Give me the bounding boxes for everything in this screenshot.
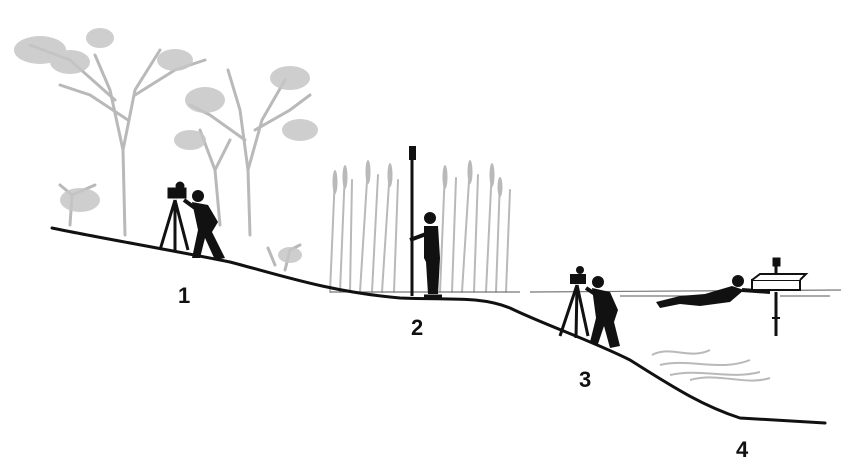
tree-foliage [14,28,318,263]
station-label-1: 1 [178,283,190,308]
station-label-4: 4 [736,437,749,461]
station-label-2: 2 [411,315,423,340]
reed-heads [332,160,503,197]
submerged-vegetation [651,349,771,382]
surveyor-with-staff-icon [409,146,442,298]
tripod-icon [158,199,190,252]
tripod-icon [558,284,590,339]
surveyor-with-level-icon [558,266,620,348]
background-trees [28,43,312,272]
swimmer-icon [656,275,771,308]
float-marker-icon [751,257,809,336]
station-label-3: 3 [579,367,591,392]
ground-profile [50,226,827,425]
surveyor-with-level-icon [158,181,225,260]
reeds-icon [329,164,511,293]
